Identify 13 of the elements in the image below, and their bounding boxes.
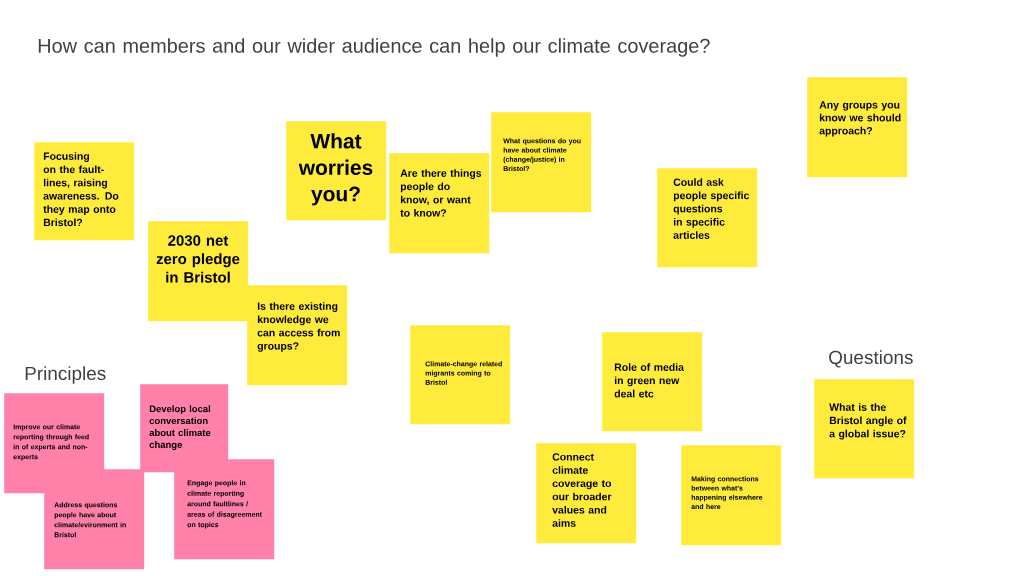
heading: Principles <box>25 366 106 384</box>
sticky-note: Role of media in green new deal etc <box>602 332 703 432</box>
sticky-note: Develop local conversation about climate change <box>140 384 229 473</box>
sticky-note: Could ask people specific questions in specific articles <box>657 168 758 268</box>
title: How can members and our wider audience can help our climate coverage? <box>38 38 710 57</box>
sticky-note: What worries you? <box>286 121 387 221</box>
sticky-note: Connect climate coverage to our broader values and aims <box>536 443 637 544</box>
sticky-note: Focusing on the fault-lines, raising awareness. Do they map onto Bristol? <box>34 142 135 241</box>
sticky-note: What is the Bristol angle of a global issue? <box>814 379 915 479</box>
sticky-note: Any groups you know we should approach? <box>807 77 908 178</box>
sticky-note: 2030 net zero pledge in Bristol <box>148 221 249 322</box>
sticky-note: Is there existing knowledge we can access from groups? <box>247 285 348 386</box>
sticky-note: Are there things people do know, or want to know? <box>389 153 490 254</box>
